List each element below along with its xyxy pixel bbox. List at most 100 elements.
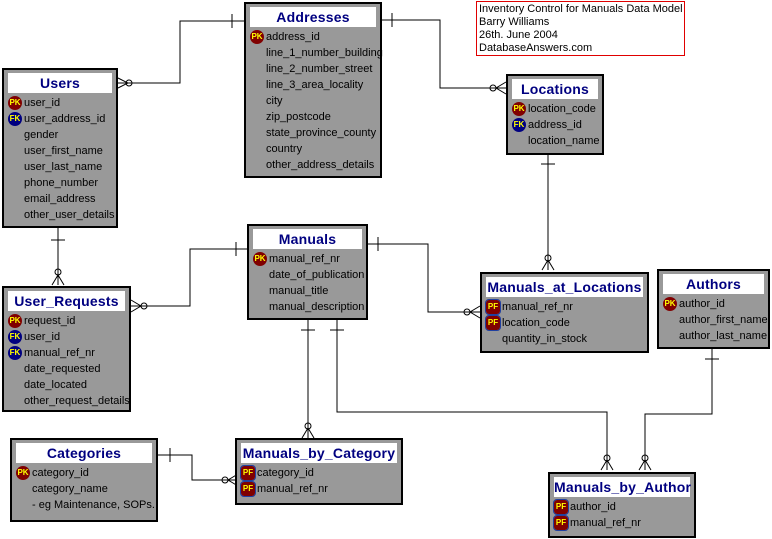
attribute-name: location_name	[528, 135, 600, 147]
attribute-row: other_request_details	[4, 393, 130, 409]
attribute-name: gender	[24, 129, 59, 141]
fk-key-icon: FK	[8, 112, 22, 126]
pf-key-icon: PF	[553, 499, 569, 515]
attribute-name: date_of_publication	[269, 269, 365, 281]
attribute-name: request_id	[24, 315, 76, 327]
attribute-name: category_id	[32, 467, 89, 479]
attribute-row: location_name	[508, 133, 602, 149]
attribute-name: email_address	[24, 193, 96, 205]
attribute-name: category_name	[32, 483, 108, 495]
attribute-row: line_2_number_street	[246, 61, 380, 77]
fk-key-icon: FK	[8, 346, 22, 360]
rel-manuals-manualsbyauthor	[336, 320, 608, 470]
attribute-name: - eg Maintenance, SOPs.	[32, 499, 155, 511]
attribute-row: manual_title	[249, 283, 366, 299]
attribute-row: quantity_in_stock	[482, 331, 647, 347]
entity-title: Locations	[512, 79, 598, 99]
attribute-name: manual_ref_nr	[570, 517, 641, 529]
fk-key-icon: FK	[8, 330, 22, 344]
attribute-name: quantity_in_stock	[502, 333, 587, 345]
attribute-row: line_1_number_building	[246, 45, 383, 61]
attribute-name: date_requested	[24, 363, 101, 375]
attribute-row: city	[246, 93, 380, 109]
attribute-name: manual_ref_nr	[257, 483, 328, 495]
fk-key-icon: FK	[512, 118, 526, 132]
attribute-name: manual_description	[269, 301, 365, 313]
pf-key-icon: PF	[553, 515, 569, 531]
attribute-name: manual_ref_nr	[502, 301, 573, 313]
attribute-name: user_id	[24, 331, 61, 343]
pk-key-icon: PK	[16, 466, 30, 480]
attribute-row: other_user_details	[4, 207, 116, 223]
entity-title: Addresses	[250, 7, 376, 27]
attribute-name: other_address_details	[266, 159, 375, 171]
attribute-row: country	[246, 141, 380, 157]
rel-addresses-users	[118, 20, 244, 84]
attribute-name: other_user_details	[24, 209, 115, 221]
attribute-name: address_id	[528, 119, 582, 131]
pf-key-icon: PF	[485, 315, 501, 331]
note-title: Inventory Control for Manuals Data Model	[479, 3, 683, 15]
attribute-row: line_3_area_locality	[246, 77, 380, 93]
attribute-name: line_2_number_street	[266, 63, 373, 75]
attribute-name: date_located	[24, 379, 87, 391]
attribute-name: user_address_id	[24, 113, 106, 125]
attribute-row: gender	[4, 127, 116, 143]
entity-title: Manuals_at_Locations	[486, 277, 643, 297]
entity-title: Users	[8, 73, 112, 93]
rel-addresses-locations	[382, 19, 506, 89]
attribute-row: phone_number	[4, 175, 116, 191]
attribute-row: date_of_publication	[249, 267, 366, 283]
pk-key-icon: PK	[8, 96, 22, 110]
attribute-row: other_address_details	[246, 157, 380, 173]
pf-key-icon: PF	[240, 465, 256, 481]
attribute-row: date_requested	[4, 361, 129, 377]
attribute-name: user_last_name	[24, 161, 103, 173]
attribute-name: author_last_name	[679, 330, 768, 342]
entity-title: Authors	[663, 274, 764, 294]
pk-key-icon: PK	[253, 252, 267, 266]
pk-key-icon: PK	[250, 30, 264, 44]
attribute-row: manual_description	[249, 299, 366, 315]
attribute-row: date_located	[4, 377, 129, 393]
rel-categories-manualsbycategory	[158, 454, 238, 481]
pk-key-icon: PK	[512, 102, 526, 116]
entity-title: Categories	[16, 443, 152, 463]
attribute-name: manual_ref_nr	[269, 253, 340, 265]
attribute-name: user_first_name	[24, 145, 103, 157]
attribute-name: other_request_details	[24, 395, 130, 407]
attribute-row: user_last_name	[4, 159, 116, 175]
entity-title: Manuals	[253, 229, 362, 249]
attribute-name: address_id	[266, 31, 320, 43]
attribute-name: state_province_county	[266, 127, 377, 139]
attribute-name: category_id	[257, 467, 314, 479]
attribute-name: manual_ref_nr	[24, 347, 95, 359]
attribute-name: author_first_name	[679, 314, 768, 326]
attribute-name: line_1_number_building	[266, 47, 383, 59]
attribute-name: manual_title	[269, 285, 329, 297]
